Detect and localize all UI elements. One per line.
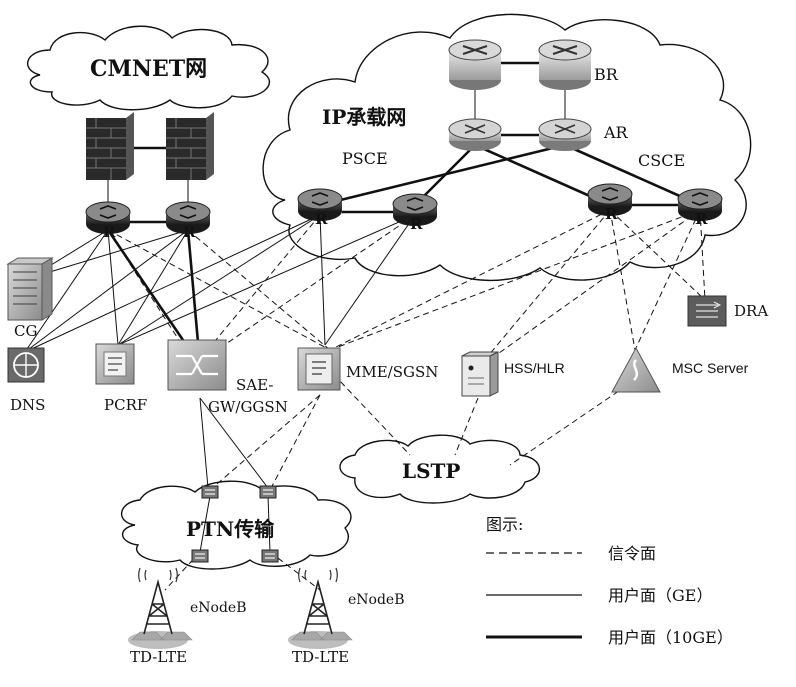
ptn-cloud bbox=[121, 480, 352, 570]
legend: 图示: 信令面 用户面（GE） 用户面（10GE） bbox=[486, 515, 733, 647]
cmnet-cloud-label: CMNET网 bbox=[90, 56, 207, 82]
br-router-left bbox=[448, 39, 502, 90]
tdlte-label-left: TD-LTE bbox=[130, 648, 187, 666]
cg-server-icon bbox=[6, 257, 54, 321]
br-router-right bbox=[538, 39, 592, 90]
router-r-label: R bbox=[183, 223, 196, 241]
dns-icon bbox=[7, 347, 45, 383]
ptn-switch-icon bbox=[259, 485, 277, 499]
legend-user-ge-label: 用户面（GE） bbox=[608, 586, 712, 605]
sae-label-line1: SAE- bbox=[236, 376, 273, 394]
sae-label-line2: GW/GGSN bbox=[208, 398, 288, 416]
firewall-icon bbox=[86, 112, 134, 180]
lstp-cloud-label: LSTP bbox=[402, 459, 460, 483]
enodeb-label-right: eNodeB bbox=[348, 592, 405, 608]
enodeb-tower-icon bbox=[127, 567, 193, 650]
firewall-icon bbox=[166, 112, 214, 180]
router-r-label: R bbox=[315, 210, 328, 228]
ip-cloud-label: IP承载网 bbox=[322, 105, 406, 129]
router-r-label: R bbox=[103, 223, 116, 241]
enodeb-label-left: eNodeB bbox=[190, 600, 247, 616]
msc-label: MSC Server bbox=[672, 360, 749, 376]
router-r-label: R bbox=[605, 205, 618, 223]
br-label: BR bbox=[594, 65, 619, 84]
dra-label: DRA bbox=[734, 302, 768, 320]
sae-gw-icon bbox=[167, 339, 227, 391]
dra-icon bbox=[687, 295, 727, 327]
legend-user-10ge-label: 用户面（10GE） bbox=[608, 628, 733, 647]
ptn-switch-icon bbox=[201, 485, 219, 499]
pcrf-label: PCRF bbox=[104, 396, 147, 414]
lstp-cloud bbox=[339, 434, 541, 504]
ar-label: AR bbox=[603, 123, 629, 142]
mme-sgsn-icon bbox=[297, 347, 341, 391]
router-r-label: R bbox=[410, 215, 423, 233]
hss-hlr-server-icon bbox=[461, 351, 499, 397]
router-r-label: R bbox=[695, 210, 708, 228]
ptn-switch-icon bbox=[261, 549, 279, 563]
mme-label: MME/SGSN bbox=[346, 363, 438, 381]
ar-router-right bbox=[538, 118, 592, 152]
msc-server-icon bbox=[611, 346, 661, 393]
ip-bearer-cloud bbox=[262, 13, 752, 282]
legend-title: 图示: bbox=[486, 515, 523, 534]
hss-label: HSS/HLR bbox=[504, 360, 565, 376]
dns-label: DNS bbox=[10, 396, 45, 414]
enodeb-tower-icon bbox=[287, 567, 353, 650]
cg-label: CG bbox=[14, 322, 37, 340]
tdlte-label-right: TD-LTE bbox=[292, 648, 349, 666]
ptn-cloud-label: PTN传输 bbox=[186, 517, 275, 541]
ar-router-left bbox=[448, 118, 502, 152]
cmnet-cloud bbox=[27, 25, 270, 111]
ptn-switch-icon bbox=[191, 549, 209, 563]
csce-label: CSCE bbox=[638, 151, 685, 170]
legend-signaling-label: 信令面 bbox=[608, 544, 656, 563]
psce-label: PSCE bbox=[342, 149, 388, 168]
pcrf-icon bbox=[95, 343, 135, 385]
